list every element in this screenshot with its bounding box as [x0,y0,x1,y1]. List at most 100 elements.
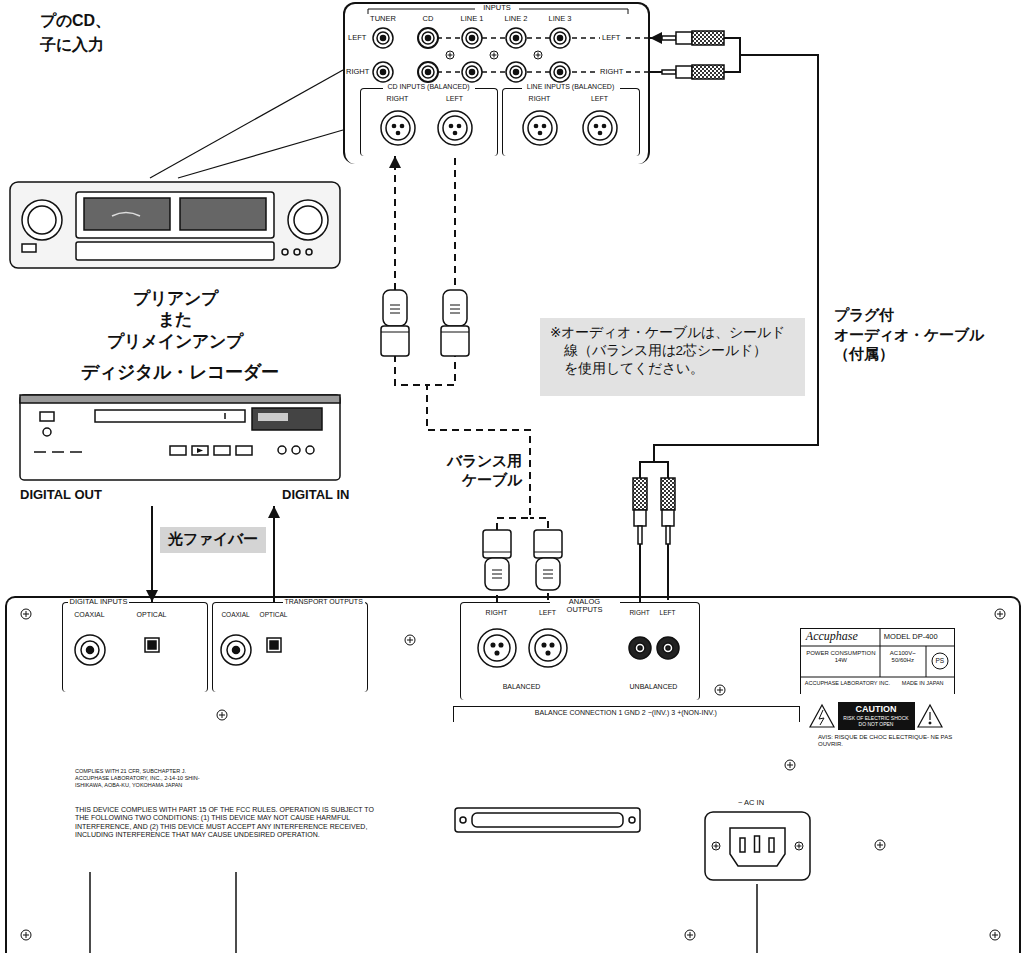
input-jacks [492,53,497,58]
panel-jacks [267,638,281,652]
brand-name: Accuphase [806,630,858,644]
input-jacks [506,28,526,48]
device-caption: ディジタル・レコーダー [60,362,300,383]
model-name: MODEL DP-400 [884,633,938,642]
illustration-layer [10,9,1005,953]
leader-line [89,872,91,953]
input-jacks [462,28,482,48]
input-jacks [506,28,526,48]
panel-screw [715,685,725,695]
panel-jacks [635,643,645,653]
ac-inlet [769,838,774,852]
input-jacks [418,62,438,82]
panel-screw [997,611,1003,617]
xlr-plug [441,326,469,356]
input-jacks [550,28,570,48]
jack-label: LINE 2 [499,15,533,24]
panel-jacks [529,629,567,667]
plate-rules [926,646,927,677]
input-jacks [422,66,434,78]
leader-line [90,872,757,953]
xlr-plug [381,332,409,333]
jack-label: LINE 1 [455,15,489,24]
panel-screw [217,710,227,720]
rca-plug [633,478,647,544]
recorder-illustration [52,451,64,453]
xlr-plug [381,290,562,590]
panel-jacks [629,637,651,659]
input-jacks [550,62,570,82]
panel-screw [990,930,1000,940]
recorder-illustration [252,408,322,430]
input-jacks [506,62,526,82]
input-jacks [558,36,563,41]
preamp-illustration [294,249,300,255]
panel-jacks [663,643,673,653]
input-jacks [538,131,541,134]
input-jacks [462,62,482,82]
input-jacks [443,116,467,140]
rca-plug [661,478,675,510]
input-jacks [528,116,552,140]
port-name: DIGITAL OUT [20,488,102,503]
recorder-illustration [224,413,226,419]
input-jacks [462,28,482,48]
caution-text: RISK OF ELECTRIC SHOCK DO NOT OPEN [840,716,912,727]
input-jacks [490,51,498,59]
cable-connector [151,506,153,602]
recorder-illustration [20,395,340,480]
warning-symbol [819,710,824,725]
input-jacks [381,70,386,75]
panel-screw [21,930,31,940]
jack-label: RIGHT [525,95,555,103]
caution-heading: CAUTION [840,704,912,714]
jack-label: LEFT [533,609,563,617]
panel-screw [687,932,693,938]
panel-screw [715,685,725,695]
rca-plug [676,66,692,78]
port-name: DIGITAL IN [282,488,349,503]
mark-text: PS [933,657,947,664]
warning-symbol [810,705,834,727]
input-jacks [418,28,438,48]
panel-screw [219,712,225,718]
model-plate: AccuphaseMODEL DP-400POWER CONSUMPTION 1… [800,628,955,694]
panel-jacks [87,647,94,654]
ac-inlet [755,836,760,852]
xlr-plug [534,552,562,553]
ac-inlet [712,842,720,850]
input-jacks [470,36,475,41]
digital-recorder: ディジタル・レコーダー DIGITAL OUT DIGITAL IN [15,358,360,506]
group-heading: LINE INPUTS (BALANCED) [522,83,620,91]
rca-plug [662,36,676,40]
group-heading: INPUTS [475,4,519,13]
rca-plug [666,526,670,544]
leader-line [756,884,758,953]
panel-jacks [267,638,281,652]
xlr-plug [485,558,509,590]
rca-plug [661,478,675,544]
input-jacks [373,62,393,82]
preamp-illustration [76,192,274,238]
input-jacks [583,111,617,145]
maker-text: ACCUPHASE LABORATORY INC. [805,680,890,686]
panel-jacks [221,635,251,665]
panel-jacks [629,637,651,659]
ac-inlet [795,842,803,850]
rca-plug [676,32,692,44]
preamp-illustration [180,198,266,230]
warning-symbol [918,705,942,727]
note-text: ※オーディオ・ケーブルは、シールド 線（バランス用は2芯シールド） を使用してく… [550,324,800,379]
input-jacks [534,51,542,59]
xlr-plug [390,305,400,313]
panel-screw [21,609,1005,940]
panel-jacks [657,637,679,659]
jack-label: LEFT [440,95,470,103]
device-caption: プリアンプ また プリメインアンプ [65,288,285,352]
input-jacks [373,28,393,48]
panel-jacks [81,641,99,659]
panel-jacks [227,641,245,659]
multi-pin-port [629,817,635,823]
multi-pin-port [455,808,640,832]
input-jacks [400,124,403,127]
